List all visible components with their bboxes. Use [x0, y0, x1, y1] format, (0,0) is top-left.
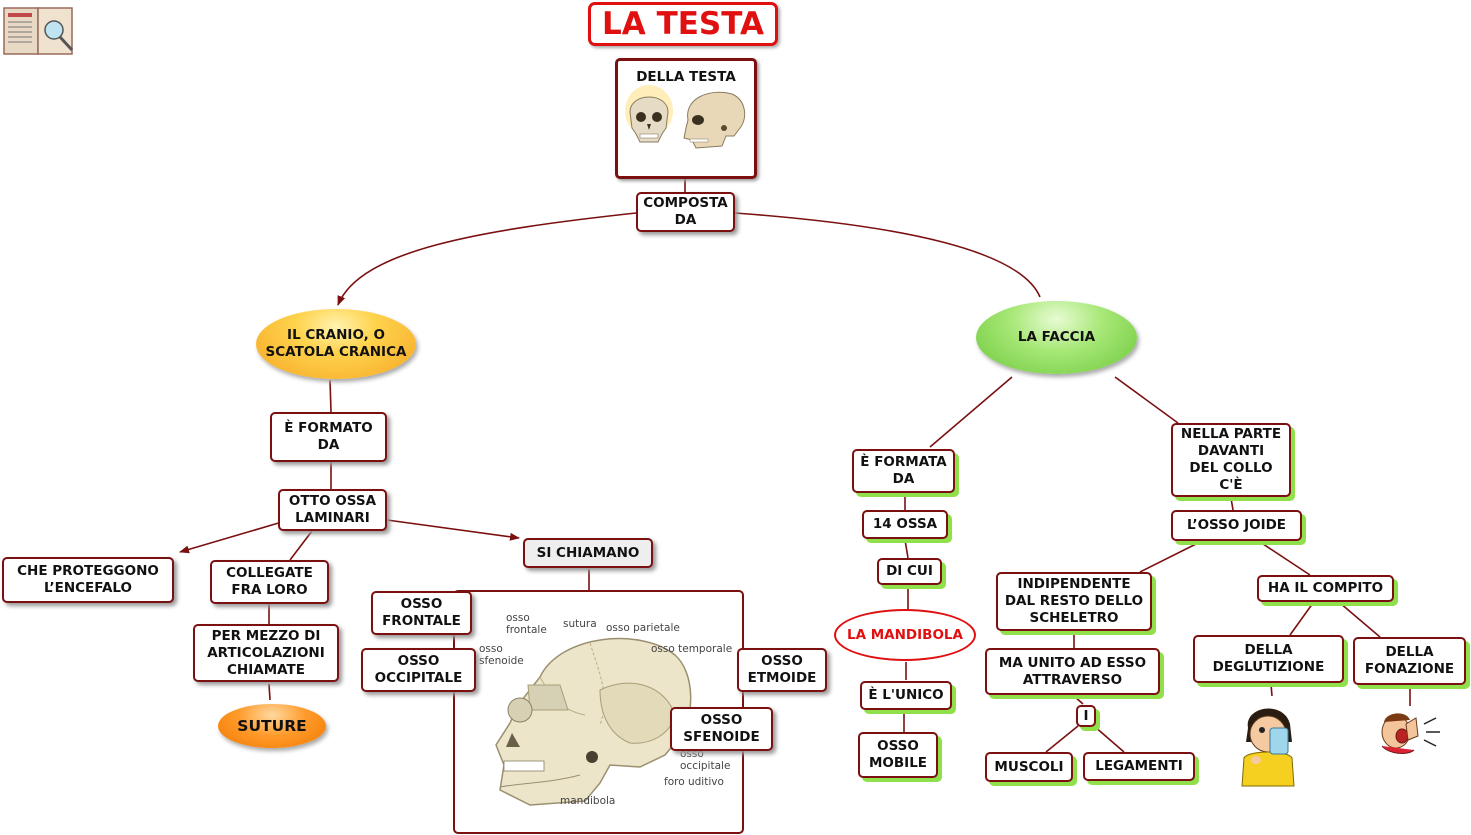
fonazione-box: DELLA FONAZIONE [1353, 637, 1466, 685]
ha-il-compito-box: HA IL COMPITO [1257, 575, 1394, 602]
e-formato-da-box: È FORMATO DA [270, 412, 387, 462]
osso-occipitale-box: OSSO OCCIPITALE [361, 648, 476, 692]
della-testa-label: DELLA TESTA [636, 69, 736, 85]
page-title: LA TESTA [588, 2, 778, 46]
skull-images [625, 85, 746, 149]
che-proteggono-box: CHE PROTEGGONO L’ENCEFALO [2, 557, 174, 603]
drinking-girl-icon [1241, 708, 1295, 787]
suture-node: SUTURE [218, 704, 326, 748]
osso-frontale-box: OSSO FRONTALE [371, 591, 472, 635]
per-mezzo-di-box: PER MEZZO DI ARTICOLAZIONI CHIAMATE [193, 624, 339, 682]
osso-joide-box: L’OSSO JOIDE [1171, 510, 1302, 541]
skull-label-osso-frontale: osso frontale [506, 612, 547, 636]
14-ossa-box: 14 OSSA [862, 510, 948, 539]
skull-label-osso-parietale: osso parietale [606, 622, 680, 634]
si-chiamano-box: SI CHIAMANO [523, 538, 653, 568]
book-magnifier-icon [3, 7, 74, 55]
deglutizione-box: DELLA DEGLUTIZIONE [1193, 635, 1344, 683]
osso-mobile-box: OSSO MOBILE [858, 732, 938, 778]
osso-etmoide-box: OSSO ETMOIDE [737, 648, 827, 692]
otto-ossa-laminari-box: OTTO OSSA LAMINARI [278, 489, 387, 531]
skull-label-foro-uditivo: foro uditivo [664, 776, 724, 788]
skull-label-osso-occipitale: osso occipitale [680, 748, 731, 772]
e-formata-da-box: È FORMATA DA [852, 449, 955, 493]
indipendente-box: INDIPENDENTE DAL RESTO DELLO SCHELETRO [996, 572, 1152, 631]
di-cui-box: DI CUI [877, 558, 942, 585]
muscoli-box: MUSCOLI [985, 752, 1073, 782]
la-mandibola-node: LA MANDIBOLA [834, 609, 976, 661]
della-testa-box: DELLA TESTA [615, 58, 757, 179]
cranio-node: IL CRANIO, O SCATOLA CRANICA [256, 309, 416, 379]
skull-label-sutura: sutura [563, 618, 597, 630]
skull-label-mandibola: mandibola [560, 795, 616, 807]
skull-label-osso-temporale: osso temporale [651, 643, 733, 655]
collegate-fra-loro-box: COLLEGATE FRA LORO [210, 560, 329, 604]
skull-illustration [495, 637, 692, 806]
shouting-man-icon [1381, 713, 1440, 754]
skull-label-osso-sfenoide: osso sfenoide [479, 643, 524, 667]
e-lunico-box: È L'UNICO [860, 681, 952, 710]
nella-parte-davanti-box: NELLA PARTE DAVANTI DEL COLLO C'È [1171, 423, 1291, 497]
ma-unito-box: MA UNITO AD ESSO ATTRAVERSO [985, 648, 1160, 695]
i-box: I [1076, 705, 1096, 727]
legamenti-box: LEGAMENTI [1083, 752, 1195, 781]
composta-da-box: COMPOSTA DA [636, 192, 735, 232]
faccia-node: LA FACCIA [976, 301, 1137, 374]
osso-sfenoide-box: OSSO SFENOIDE [670, 707, 773, 751]
